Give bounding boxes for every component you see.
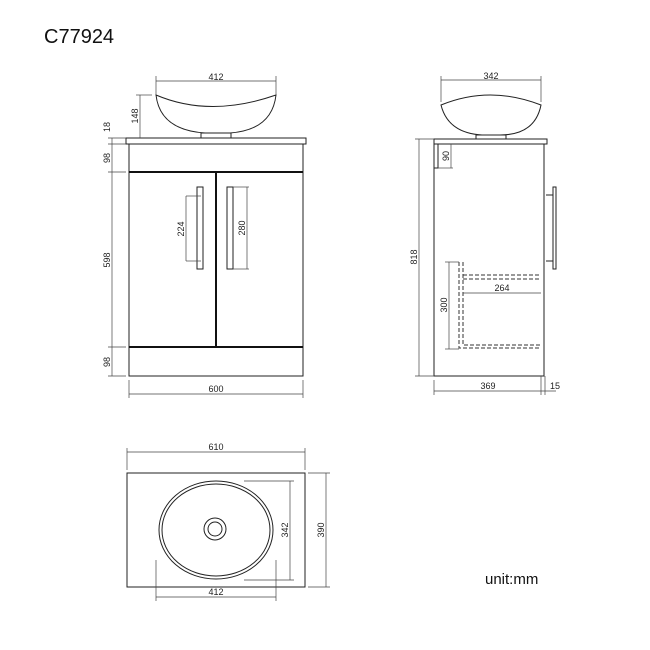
cabinet-body xyxy=(128,143,304,377)
dim-top-basin-width: 412 xyxy=(208,587,223,597)
basin-outer xyxy=(158,480,274,580)
dim-side-basin-depth: 342 xyxy=(483,71,498,81)
front-view: 412 148 18 98 598 98 224 280 600 xyxy=(102,72,307,398)
top-countertop xyxy=(126,472,306,588)
right-handle xyxy=(226,186,234,270)
side-view: 342 90 818 300 264 369 15 xyxy=(409,71,560,395)
drain-outer xyxy=(203,517,227,541)
basin-waste xyxy=(200,132,232,139)
dim-top-width: 610 xyxy=(208,442,223,452)
dim-top-basin-depth: 342 xyxy=(280,522,290,537)
dim-bottom-rail: 98 xyxy=(102,357,112,367)
basin-side-outline xyxy=(440,94,542,136)
dim-shelf-height: 300 xyxy=(439,297,449,312)
shelf-hidden xyxy=(458,262,541,349)
dim-door-thickness: 15 xyxy=(550,381,560,391)
dim-door-height: 598 xyxy=(102,252,112,267)
dim-basin-height: 148 xyxy=(130,108,140,123)
side-countertop xyxy=(433,138,548,145)
basin-inner xyxy=(161,483,271,577)
dim-total-height: 818 xyxy=(409,249,419,264)
left-handle xyxy=(196,186,204,270)
product-code: C77924 xyxy=(44,26,115,48)
dim-handle-length: 280 xyxy=(237,220,247,235)
countertop xyxy=(125,137,307,145)
basin-front-outline xyxy=(155,94,277,134)
unit-label: unit:mm xyxy=(485,571,539,588)
side-handle xyxy=(552,186,557,270)
dim-handle-holes: 224 xyxy=(176,221,186,236)
side-rail xyxy=(433,143,439,169)
dim-cabinet-width: 600 xyxy=(208,384,223,394)
top-view: 610 390 342 412 xyxy=(126,442,330,601)
dim-top-thickness: 18 xyxy=(102,122,112,132)
dim-top-rail: 98 xyxy=(102,153,112,163)
dim-side-rail: 90 xyxy=(441,151,451,161)
drain-inner xyxy=(207,521,223,537)
dim-shelf-depth: 264 xyxy=(494,283,509,293)
dim-top-depth: 390 xyxy=(316,522,326,537)
side-cabinet-body xyxy=(433,143,545,377)
dim-basin-width: 412 xyxy=(208,72,223,82)
dim-cabinet-depth: 369 xyxy=(480,381,495,391)
basin-side-waste xyxy=(475,134,507,140)
